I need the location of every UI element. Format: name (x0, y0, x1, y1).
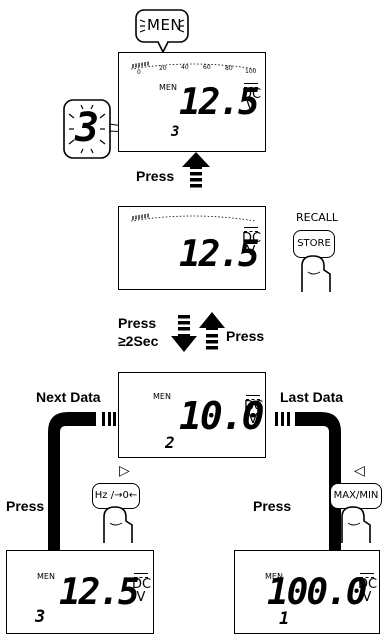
scale-tick-60: 60 (203, 64, 211, 71)
dc-label: DC (358, 577, 378, 592)
up-arrow-icon (199, 312, 225, 350)
lcd-display-bottom-right: MEN 100.0 1 DC V (234, 550, 380, 634)
scale-tick-20: 20 (159, 65, 167, 72)
main-reading: 12.5 (59, 572, 140, 613)
dcv-unit: DC V (242, 83, 262, 115)
v-label: V (248, 412, 258, 427)
finger-press-icon (103, 506, 133, 543)
max-min-button[interactable]: MAX/MIN (330, 483, 382, 509)
press-label-right-bottom: Press (253, 498, 292, 514)
men-callout: MEN (135, 9, 189, 54)
next-data-label: Next Data (36, 389, 101, 405)
triangle-right-icon: ▷ (119, 463, 130, 479)
v-label: V (246, 244, 256, 259)
hold-2sec-label: ≥2Sec (118, 333, 159, 349)
press-label-up: Press (136, 168, 175, 184)
men-annunciator: MEN (153, 392, 171, 401)
v-label: V (362, 590, 372, 605)
dc-label: DC (132, 577, 152, 592)
main-reading: 100.0 (267, 572, 367, 613)
scale-tick-100: 100 (245, 68, 257, 75)
digit-callout-text: 3 (75, 105, 99, 151)
lcd-display-bottom-left: MEN 12.5 3 DC V (6, 550, 154, 634)
press-label-left: Press (6, 498, 45, 514)
men-annunciator: MEN (37, 572, 55, 581)
last-data-label: Last Data (280, 389, 344, 405)
main-reading: 12.5 (179, 234, 260, 275)
dc-label: DC (242, 231, 262, 246)
dcv-unit: DC V (244, 395, 264, 427)
scale-tick-0: 0 (137, 69, 141, 76)
up-arrow-icon (182, 152, 210, 188)
v-label: V (136, 590, 146, 605)
men-callout-text: MEN (147, 16, 183, 34)
down-arrow-icon (171, 315, 197, 352)
analog-bargraph (130, 213, 256, 222)
dc-label: DC (242, 87, 262, 102)
main-reading: 12.5 (179, 82, 260, 123)
dcv-unit: DC V (242, 227, 262, 259)
finger-press-icon (301, 255, 331, 292)
lcd-display-top: 0 20 40 60 80 100 MEN 12.5 3 DC V (118, 52, 266, 152)
press-label-right: Press (226, 328, 265, 344)
dcv-unit: DC V (132, 573, 152, 605)
dc-label: DC (244, 399, 264, 414)
lcd-display-center: MEN 10.0 2 DC V (118, 372, 266, 458)
digit-callout: 3 (63, 99, 111, 159)
memory-index: 1 (279, 609, 289, 629)
analog-bargraph (130, 61, 256, 70)
finger-press-icon (341, 506, 371, 543)
men-annunciator: MEN (159, 83, 177, 92)
press-label-store: Press (118, 315, 157, 331)
digit-callout-shape (63, 99, 111, 159)
v-label: V (246, 100, 256, 115)
memory-index: 2 (165, 433, 175, 452)
lcd-display-middle: 12.5 DC V (118, 206, 266, 290)
men-annunciator: MEN (265, 572, 283, 581)
hz-button[interactable]: Hz /→0← (92, 483, 140, 509)
memory-index: 3 (35, 607, 45, 627)
recall-label: RECALL (296, 211, 339, 224)
dcv-unit: DC V (358, 573, 378, 605)
memory-index: 3 (171, 124, 180, 140)
main-reading: 10.0 (179, 394, 265, 438)
scale-tick-40: 40 (181, 64, 189, 71)
scale-tick-80: 80 (225, 65, 233, 72)
triangle-left-icon: ◁ (354, 463, 365, 479)
